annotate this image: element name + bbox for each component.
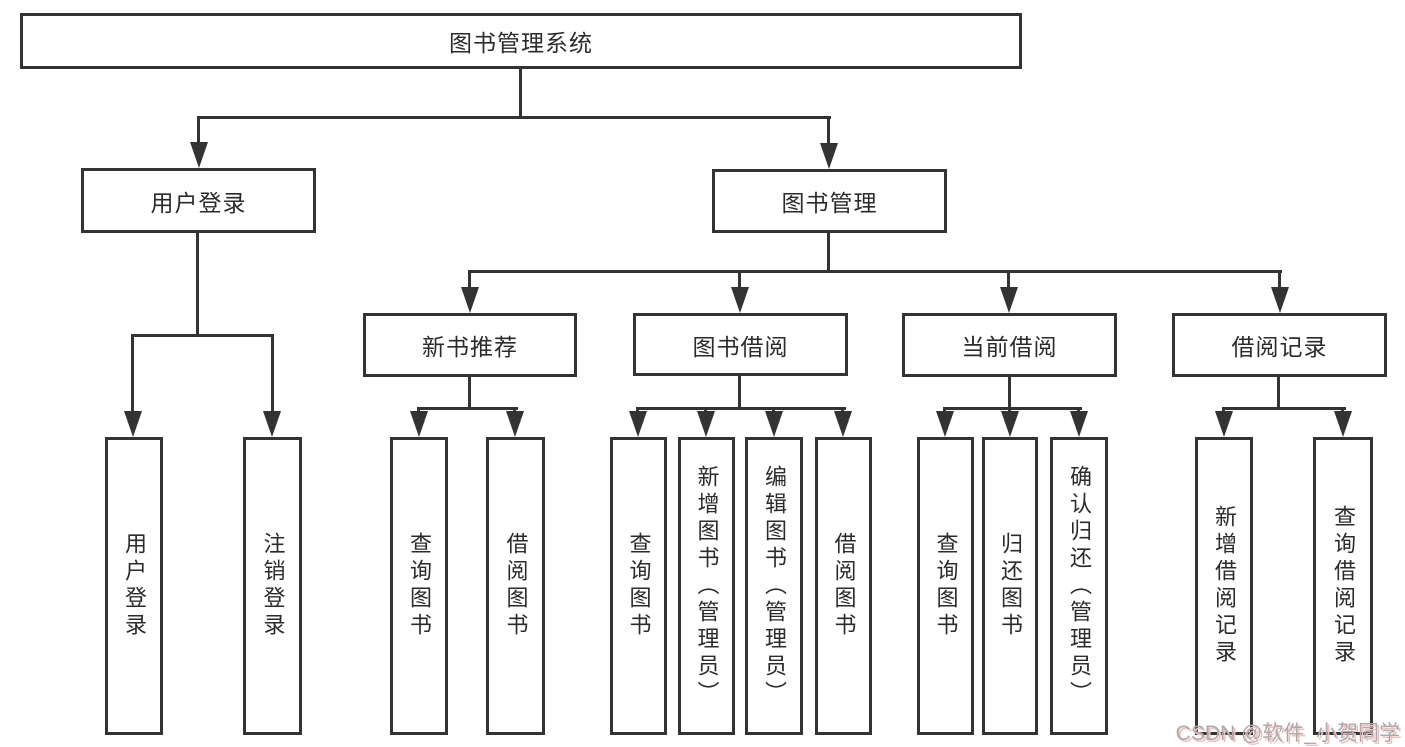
connector-book-borrow-stem <box>738 375 741 410</box>
connector-new-book-stem <box>468 375 471 410</box>
connector-drop-new-book <box>468 270 471 290</box>
leaf-query-borrow-record-label: 查询借阅记录 <box>1331 505 1356 667</box>
leaf-query-borrow-record: 查询借阅记录 <box>1313 437 1373 735</box>
leaf-confirm-return-admin-label: 确认归还（管理员） <box>1067 464 1092 708</box>
connector-book-mgmt-rail <box>468 270 1282 273</box>
leaf-logout: 注销登录 <box>243 437 302 735</box>
arrow-down-icon <box>124 411 142 437</box>
leaf-borrow-book-label: 借阅图书 <box>831 532 857 640</box>
arrow-down-icon <box>1001 411 1019 437</box>
node-borrow-record-label: 借阅记录 <box>1231 334 1328 360</box>
connector-drop-current-borrow <box>1007 270 1010 290</box>
arrow-down-icon <box>190 142 208 168</box>
connector-drop-book-mgmt <box>827 116 830 144</box>
node-book-borrow: 图书借阅 <box>633 313 848 376</box>
arrow-down-icon <box>461 287 479 313</box>
arrow-down-icon <box>410 411 428 437</box>
connector-drop-book-borrow <box>738 270 741 290</box>
arrow-down-icon <box>834 411 852 437</box>
leaf-confirm-return-admin: 确认归还（管理员） <box>1050 437 1108 735</box>
node-current-borrow: 当前借阅 <box>902 313 1117 377</box>
arrow-down-icon <box>1215 411 1233 437</box>
leaf-current-query-book-label: 查询图书 <box>933 532 959 640</box>
leaf-add-book-admin: 新增图书（管理员） <box>678 437 735 735</box>
connector-book-borrow-rail <box>636 407 846 410</box>
connector-user-login-rail <box>131 334 274 337</box>
arrow-down-icon <box>765 411 783 437</box>
arrow-down-icon <box>1070 411 1088 437</box>
connector-root-stem <box>519 69 522 118</box>
connector-drop-leaf-login <box>131 334 134 414</box>
arrow-down-icon <box>506 411 524 437</box>
arrow-down-icon <box>697 411 715 437</box>
node-root-label: 图书管理系统 <box>449 30 593 56</box>
connector-user-login-stem <box>196 233 199 337</box>
leaf-user-login: 用户登录 <box>105 437 163 735</box>
node-borrow-record: 借阅记录 <box>1172 313 1387 377</box>
connector-borrow-record-rail <box>1222 407 1346 410</box>
leaf-recommend-query-book-label: 查询图书 <box>407 532 432 640</box>
leaf-borrow-book: 借阅图书 <box>815 437 872 735</box>
leaf-add-borrow-record-label: 新增借阅记录 <box>1212 505 1237 667</box>
leaf-borrow-query-book: 查询图书 <box>610 437 667 735</box>
node-book-borrow-label: 图书借阅 <box>692 333 789 360</box>
connector-new-book-rail <box>417 407 518 410</box>
connector-drop-borrow-record <box>1278 270 1281 290</box>
leaf-return-book: 归还图书 <box>982 437 1038 735</box>
leaf-add-borrow-record: 新增借阅记录 <box>1195 437 1253 735</box>
leaf-recommend-borrow-book: 借阅图书 <box>486 437 545 735</box>
arrow-down-icon <box>263 411 281 437</box>
node-user-login-label: 用户登录 <box>150 189 247 216</box>
leaf-recommend-borrow-book-label: 借阅图书 <box>503 532 529 640</box>
leaf-add-book-admin-label: 新增图书（管理员） <box>694 464 720 708</box>
arrow-down-icon <box>629 411 647 437</box>
arrow-down-icon <box>731 287 749 313</box>
leaf-borrow-query-book-label: 查询图书 <box>626 532 652 640</box>
connector-current-borrow-stem <box>1008 375 1011 410</box>
node-book-management: 图书管理 <box>712 169 947 233</box>
arrow-down-icon <box>1334 411 1352 437</box>
csdn-watermark: CSDN @软件_小贺同学 <box>1175 722 1400 745</box>
leaf-edit-book-admin-label: 编辑图书（管理员） <box>762 464 787 708</box>
leaf-user-login-label: 用户登录 <box>122 532 147 640</box>
node-root-library-system: 图书管理系统 <box>20 13 1022 69</box>
connector-current-borrow-rail <box>943 407 1082 410</box>
leaf-logout-label: 注销登录 <box>260 532 286 640</box>
node-current-borrow-label: 当前借阅 <box>961 334 1058 360</box>
leaf-return-book-label: 归还图书 <box>998 532 1023 640</box>
node-book-management-label: 图书管理 <box>781 190 878 216</box>
arrow-down-icon <box>1000 287 1018 313</box>
connector-root-rail <box>197 116 831 119</box>
leaf-edit-book-admin: 编辑图书（管理员） <box>745 437 803 735</box>
arrow-down-icon <box>820 143 838 169</box>
connector-drop-user-login <box>197 116 200 144</box>
node-new-book-recommend-label: 新书推荐 <box>422 334 518 360</box>
leaf-recommend-query-book: 查询图书 <box>390 437 448 735</box>
arrow-down-icon <box>936 411 954 437</box>
connector-borrow-record-stem <box>1277 375 1280 410</box>
arrow-down-icon <box>1271 287 1289 313</box>
node-new-book-recommend: 新书推荐 <box>363 313 577 377</box>
node-user-login: 用户登录 <box>81 168 316 233</box>
connector-book-mgmt-stem <box>827 233 830 273</box>
connector-drop-leaf-logout <box>271 334 274 414</box>
leaf-current-query-book: 查询图书 <box>917 437 974 735</box>
